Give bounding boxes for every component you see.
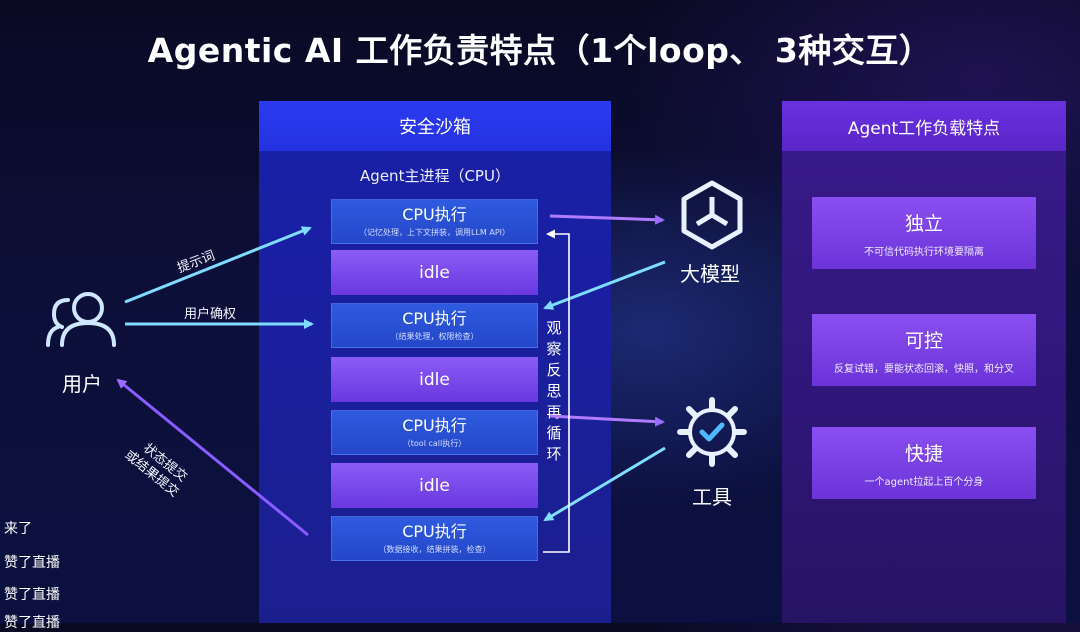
process-label: Agent主进程（CPU） bbox=[360, 167, 510, 185]
step-idle-1: idle bbox=[331, 250, 538, 295]
step-idle-2: idle bbox=[331, 357, 538, 402]
llm-name: 大模型 bbox=[680, 262, 740, 286]
step-sub: （数据接收，结果拼装，检查） bbox=[378, 545, 491, 554]
workload-card-independent: 独立 不可信代码执行环境要隔离 bbox=[812, 197, 1036, 269]
chat-message: 赞了直播 bbox=[4, 587, 60, 603]
card-desc: 一个agent拉起上百个分身 bbox=[864, 477, 984, 488]
step-cpu-3: CPU执行 （tool call执行） bbox=[331, 410, 538, 455]
step-cpu-1: CPU执行 （记忆处理，上下文拼装，调用LLM API） bbox=[331, 199, 538, 244]
cube-icon bbox=[681, 180, 743, 250]
card-title: 快捷 bbox=[904, 443, 943, 465]
card-title: 独立 bbox=[904, 213, 943, 235]
step-idle-3: idle bbox=[331, 463, 538, 508]
user-name: 用户 bbox=[62, 372, 102, 396]
chat-message: 赞了直播 bbox=[4, 615, 60, 631]
step-sub: （记忆处理，上下文拼装，调用LLM API） bbox=[358, 228, 510, 237]
gear-check-icon bbox=[677, 397, 747, 467]
return-arrow bbox=[116, 378, 309, 537]
card-desc: 反复试错，要能状态回滚，快照，和分叉 bbox=[834, 364, 1014, 375]
step-sub: （结果处理，权限检查） bbox=[390, 332, 479, 341]
step-cpu-2: CPU执行 （结果处理，权限检查） bbox=[331, 303, 538, 348]
card-title: 可控 bbox=[904, 330, 943, 352]
to-tools-arrow bbox=[549, 414, 665, 427]
chat-message: 来了 bbox=[4, 521, 32, 537]
step-label: CPU执行 bbox=[402, 522, 467, 541]
loop-bracket bbox=[543, 229, 570, 553]
page-title: Agentic AI 工作负责特点（1个loop、 3种交互） bbox=[147, 31, 933, 70]
card-desc: 不可信代码执行环境要隔离 bbox=[864, 247, 984, 258]
tools-name: 工具 bbox=[692, 485, 732, 509]
chat-message: 赞了直播 bbox=[4, 555, 60, 571]
workload-header: Agent工作负载特点 bbox=[782, 101, 1066, 151]
user-icon bbox=[46, 292, 116, 347]
workload-card-controllable: 可控 反复试错，要能状态回滚，快照，和分叉 bbox=[812, 314, 1036, 386]
from-tools-arrow bbox=[543, 446, 666, 522]
step-label: CPU执行 bbox=[402, 309, 467, 328]
step-sub: （tool call执行） bbox=[402, 439, 467, 448]
workload-card-fast: 快捷 一个agent拉起上百个分身 bbox=[812, 427, 1036, 499]
step-label: CPU执行 bbox=[402, 416, 467, 435]
prompt-arrow bbox=[124, 226, 312, 304]
confirm-label: 用户确权 bbox=[184, 307, 237, 322]
from-llm-arrow bbox=[543, 260, 666, 310]
step-label: CPU执行 bbox=[402, 205, 467, 224]
sandbox-header: 安全沙箱 bbox=[259, 101, 611, 151]
step-cpu-4: CPU执行 （数据接收，结果拼装，检查） bbox=[331, 516, 538, 561]
to-llm-arrow bbox=[549, 214, 665, 225]
